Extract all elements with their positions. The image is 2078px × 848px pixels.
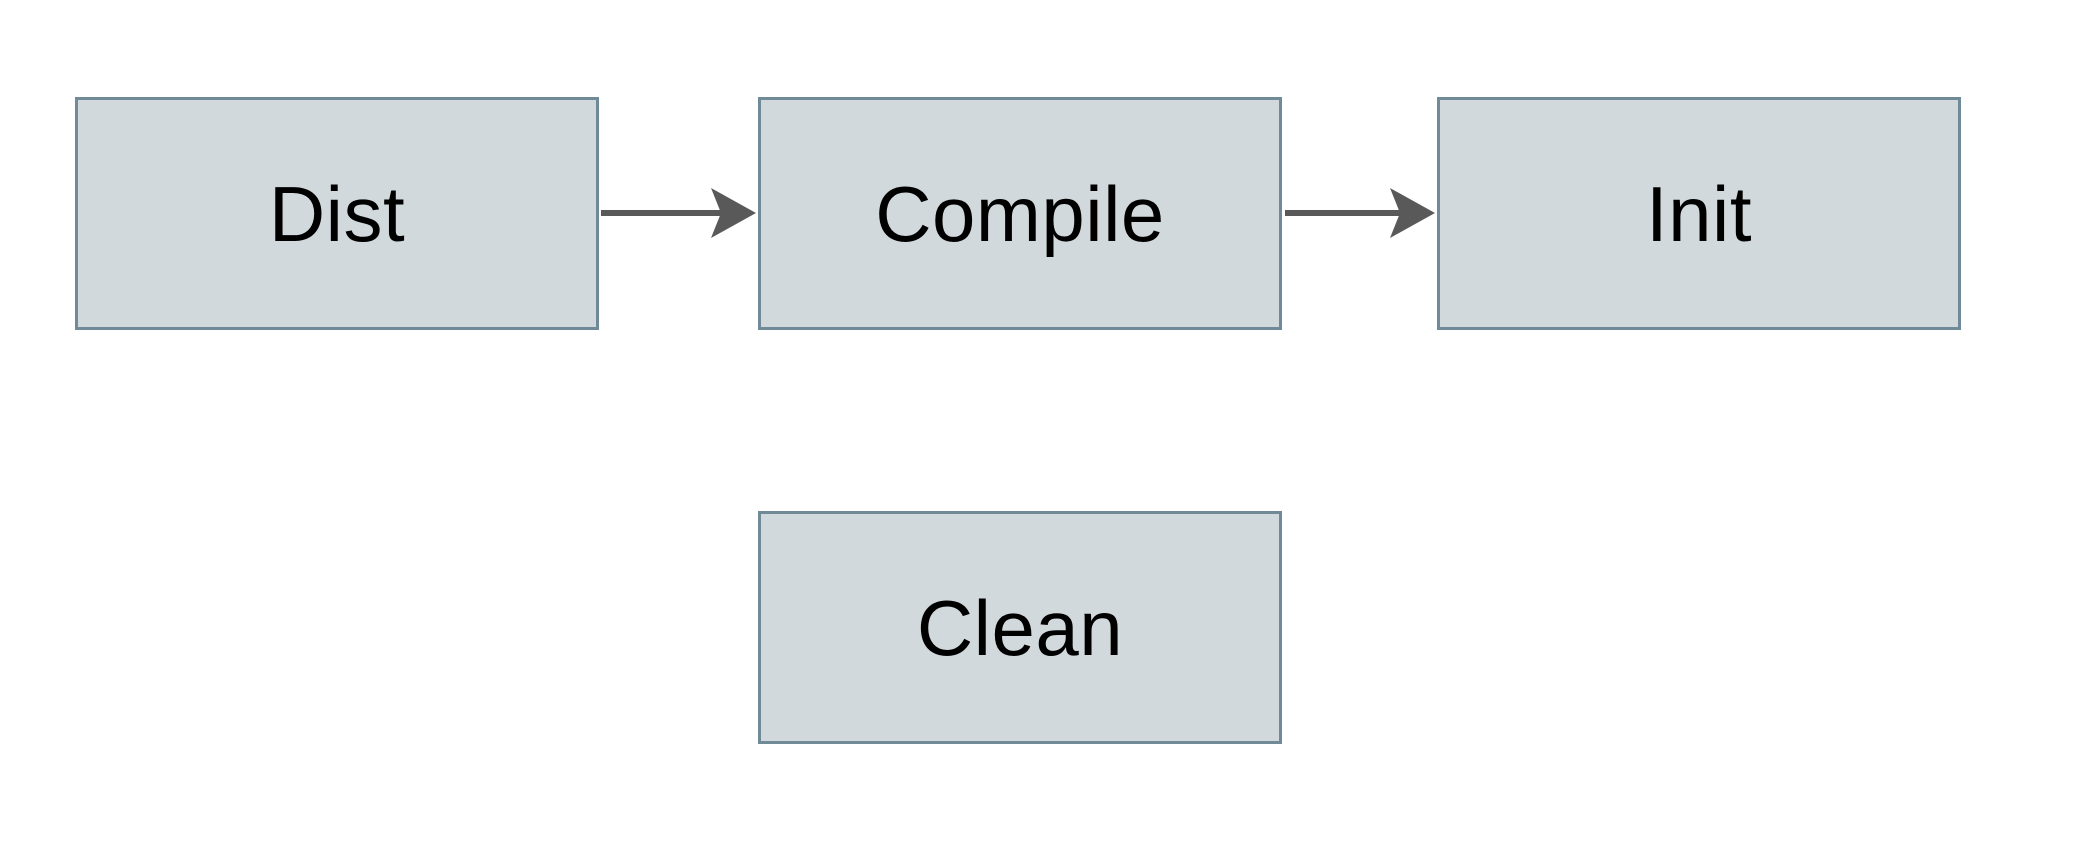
node-compile: Compile: [758, 97, 1282, 330]
node-clean: Clean: [758, 511, 1282, 744]
arrow-dist-to-compile: [601, 188, 756, 238]
node-dist-label: Dist: [268, 169, 406, 258]
node-dist: Dist: [75, 97, 599, 330]
node-clean-label: Clean: [916, 583, 1124, 672]
node-compile-label: Compile: [875, 169, 1165, 258]
arrow-compile-to-init: [1285, 188, 1435, 238]
node-init: Init: [1437, 97, 1961, 330]
node-init-label: Init: [1645, 169, 1753, 258]
